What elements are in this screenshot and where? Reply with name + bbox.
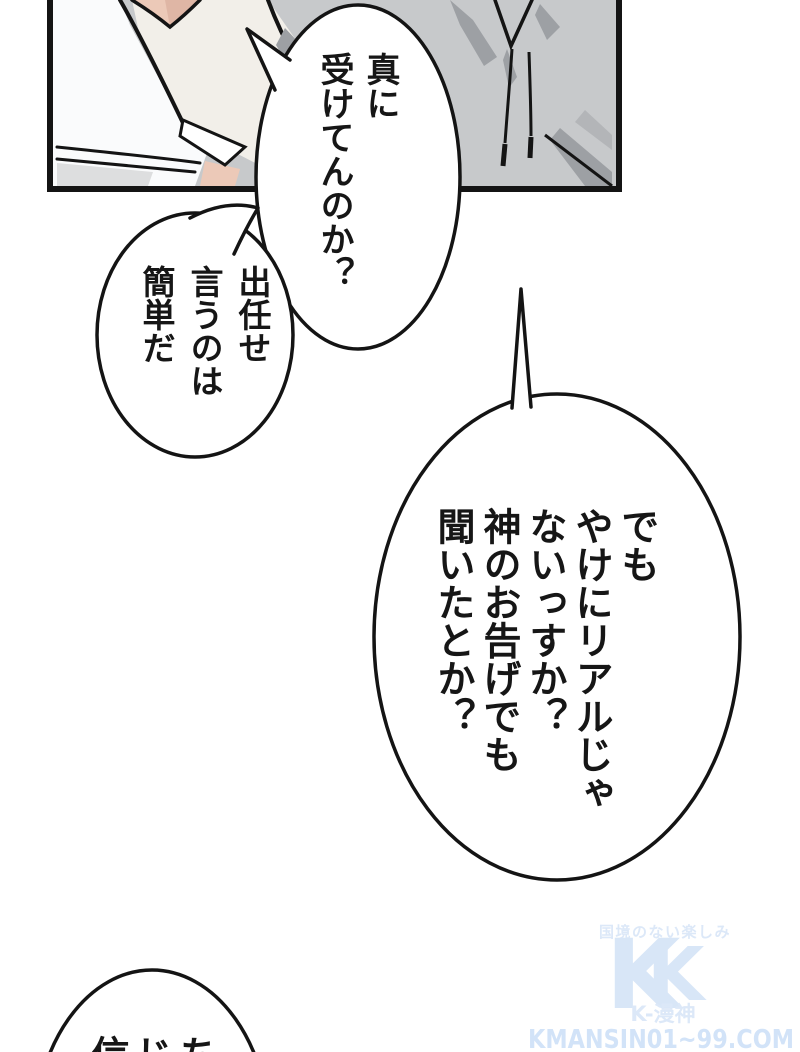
robe-flap <box>178 117 248 167</box>
text-column: やけにリアルじゃ <box>569 507 614 811</box>
sash-lines <box>55 145 202 174</box>
bubble-2 <box>95 211 295 459</box>
watermark-brand: K-漫神 <box>630 1002 695 1026</box>
watermark: 国境のない楽しみ K K K-漫神 KMANSIN01~99.COM <box>528 919 794 1052</box>
bubble-4 <box>48 968 256 1052</box>
text-column: 真に <box>360 52 400 120</box>
watermark-url: KMANSIN01~99.COM <box>528 1025 794 1052</box>
text-column: 言うのは <box>185 265 224 397</box>
sleeve-fold-light <box>575 110 612 150</box>
bubble-1 <box>254 3 462 351</box>
text-column: 簡単だ <box>137 265 176 364</box>
text-column: 出任せ <box>233 265 272 364</box>
text-column: でも <box>615 507 660 583</box>
text-column: 神のお告げでも <box>477 507 522 773</box>
text-column: 信 <box>85 1035 130 1052</box>
watermark-k-logo: K <box>606 919 684 1031</box>
hoodie-shadow-left <box>450 0 497 66</box>
bubble-3-text: でも やけにリアルじゃ ないっすか？ 神のお告げでも 聞いたとか？ <box>430 507 660 811</box>
text-column: じ <box>129 1035 174 1052</box>
bubble-1-tail <box>245 27 292 92</box>
text-column: ち <box>173 1035 218 1052</box>
bubble-3-tail <box>510 287 533 410</box>
watermark-tagline: 国境のない楽しみ <box>599 923 731 941</box>
robe-bottom-shade <box>57 163 153 186</box>
bubble-4-text: ち じ 信 <box>85 1035 218 1052</box>
drawstring-right <box>527 51 533 137</box>
bubble-1-text: 真に 受けてんのか？ <box>311 52 403 290</box>
robe-white <box>53 0 210 186</box>
sleeve-fold-line <box>544 133 613 186</box>
text-column: ないっすか？ <box>523 507 568 735</box>
robe-collar-line <box>118 0 212 147</box>
drawstring-left <box>503 48 514 144</box>
hand-skin <box>200 161 240 186</box>
bubble-2-tail <box>188 203 260 256</box>
watermark-k-logo-overlay: K <box>647 932 707 1018</box>
drawstring-left-aglet <box>500 143 508 167</box>
neckline-outline <box>130 0 202 30</box>
drawstring-right-aglet <box>527 136 534 159</box>
hoodie-vneck-lines <box>493 0 534 51</box>
sleeve-fold-dark <box>550 128 612 186</box>
text-column: 聞いたとか？ <box>431 507 476 735</box>
text-column: 受けてんのか？ <box>314 52 354 290</box>
bubble-3 <box>372 392 742 882</box>
bubble-2-text: 出任せ 言うのは 簡単だ <box>132 265 276 397</box>
hoodie-shadow-right <box>535 4 560 40</box>
